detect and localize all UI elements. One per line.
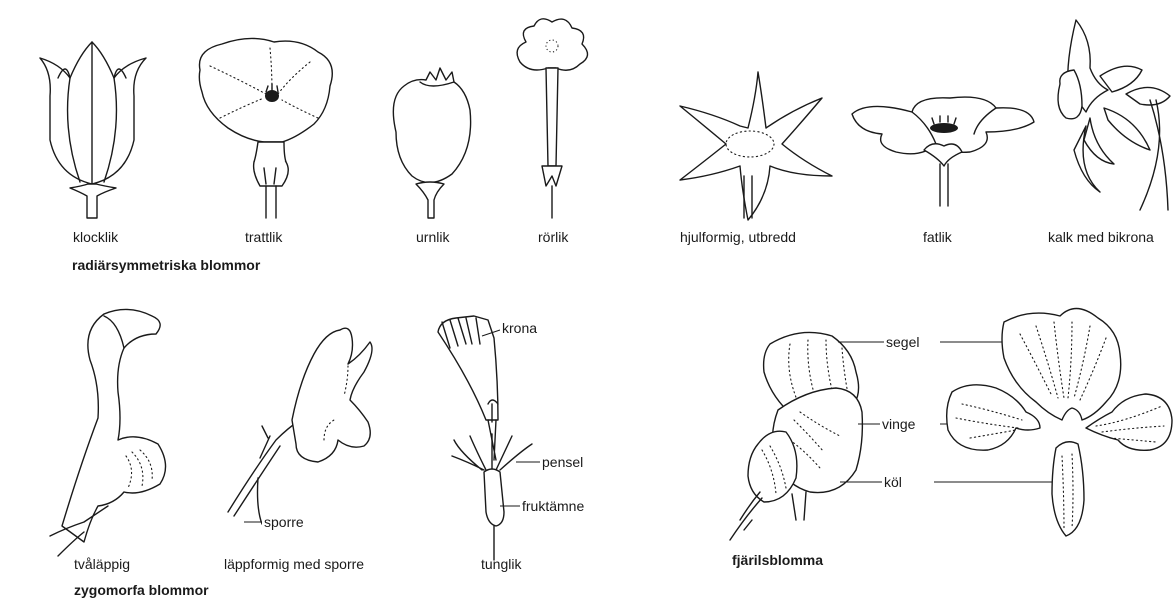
ligulate-flower-drawing bbox=[438, 316, 532, 560]
label-tvalappig: tvåläppig bbox=[74, 556, 130, 572]
label-kalk-med-bikrona: kalk med bikrona bbox=[1048, 229, 1154, 245]
label-fatlik: fatlik bbox=[923, 229, 952, 245]
spurred-flower-drawing bbox=[228, 328, 372, 524]
part-kol: köl bbox=[882, 474, 904, 490]
label-klocklik: klocklik bbox=[73, 229, 118, 245]
label-rorlik: rörlik bbox=[538, 229, 568, 245]
wheel-flower-drawing bbox=[680, 72, 832, 220]
funnel-flower-drawing bbox=[199, 38, 332, 218]
part-segel: segel bbox=[884, 334, 921, 350]
bell-flower-drawing bbox=[40, 42, 146, 218]
part-vinge: vinge bbox=[880, 416, 917, 432]
caption-radial: radiärsymmetriska blommor bbox=[72, 257, 260, 273]
pea-flower-drawing bbox=[730, 308, 1172, 540]
label-urnlik: urnlik bbox=[416, 229, 449, 245]
part-krona: krona bbox=[500, 320, 539, 336]
daffodil-flower-drawing bbox=[1058, 20, 1170, 210]
label-trattlik: trattlik bbox=[245, 229, 282, 245]
salver-flower-drawing bbox=[852, 97, 1034, 206]
label-tunglik: tunglik bbox=[481, 556, 521, 572]
label-lappformig-med-sporre: läppformig med sporre bbox=[224, 556, 364, 572]
two-lipped-flower-drawing bbox=[50, 309, 166, 556]
part-fruktamne: fruktämne bbox=[520, 498, 586, 514]
part-sporre: sporre bbox=[262, 514, 306, 530]
urn-flower-drawing bbox=[393, 68, 470, 218]
part-pensel: pensel bbox=[540, 454, 585, 470]
tube-flower-drawing bbox=[517, 19, 587, 218]
caption-zygomorph: zygomorfa blommor bbox=[74, 582, 209, 598]
label-hjulformig: hjulformig, utbredd bbox=[680, 229, 796, 245]
label-fjarilsblomma: fjärilsblomma bbox=[732, 552, 823, 568]
